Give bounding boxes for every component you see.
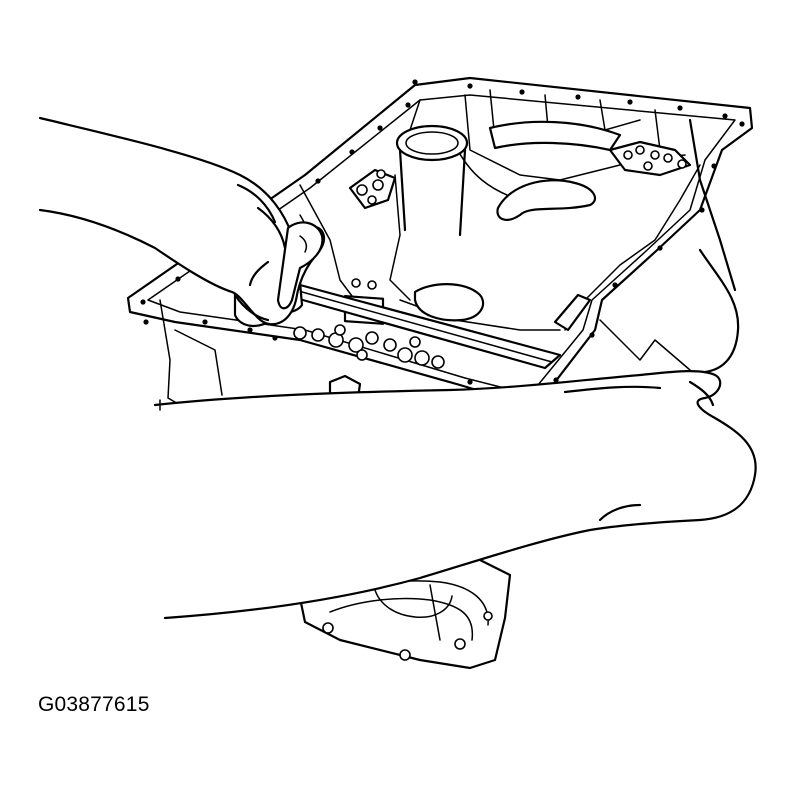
oil-pan xyxy=(126,76,754,407)
figure-code-label: G03877615 xyxy=(38,693,150,716)
upper-hand xyxy=(38,116,326,326)
lower-hand xyxy=(153,370,757,620)
engine-block xyxy=(159,118,740,406)
